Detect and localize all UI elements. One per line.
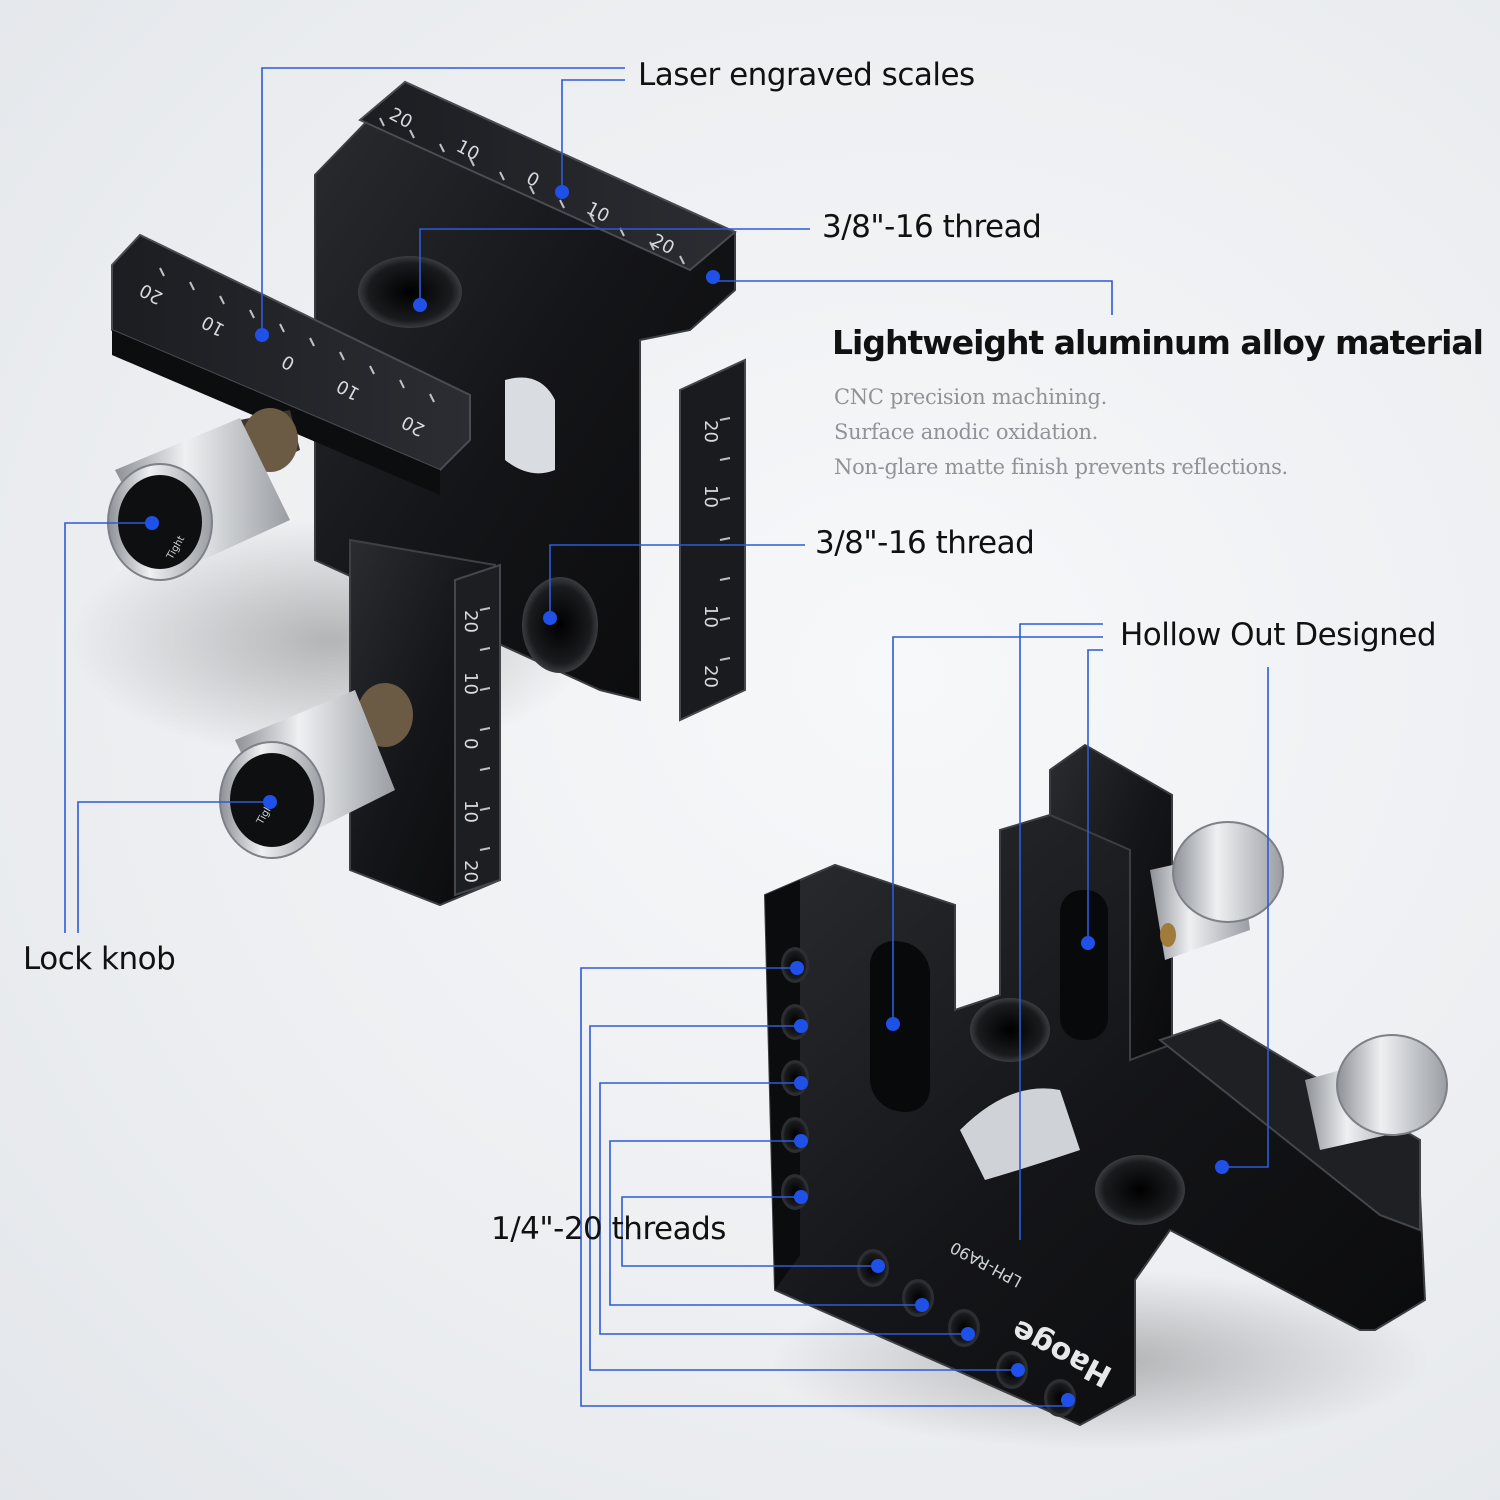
scale-number: 0 <box>460 738 481 749</box>
material-detail-2: Surface anodic oxidation. <box>834 420 1099 444</box>
scale-number: 10 <box>700 485 721 508</box>
lock-knob-icon[interactable] <box>1305 1034 1448 1150</box>
material-detail-3: Non-glare matte finish prevents reflecti… <box>834 455 1288 479</box>
scale-number: 20 <box>700 420 721 443</box>
lower-bracket: Haoge LPH-RA90 <box>763 743 1448 1450</box>
scale-number: 20 <box>460 860 481 883</box>
laser-scales-label: Laser engraved scales <box>638 57 975 93</box>
thread-top-label: 3/8"-16 thread <box>822 209 1042 245</box>
hollow-out-label: Hollow Out Designed <box>1120 617 1437 653</box>
lock-knob-icon[interactable]: Tight <box>107 408 300 581</box>
scale-number: 20 <box>460 610 481 633</box>
lock-knob-icon[interactable] <box>1150 821 1284 960</box>
callout-dots <box>145 185 1229 1407</box>
thread-mid-label: 3/8"-16 thread <box>815 525 1035 561</box>
upper-clamp: 20 10 0 10 20 20 10 0 10 20 20 10 10 20 … <box>70 80 746 907</box>
scale-number: 20 <box>700 665 721 688</box>
lock-knob-label: Lock knob <box>23 941 176 977</box>
scale-number: 10 <box>460 672 481 695</box>
quarter-threads-label: 1/4"-20 threads <box>491 1211 726 1247</box>
scale-number: 10 <box>460 800 481 823</box>
material-title: Lightweight aluminum alloy material <box>832 323 1484 362</box>
material-detail-1: CNC precision machining. <box>834 385 1108 409</box>
scale-number: 10 <box>700 605 721 628</box>
